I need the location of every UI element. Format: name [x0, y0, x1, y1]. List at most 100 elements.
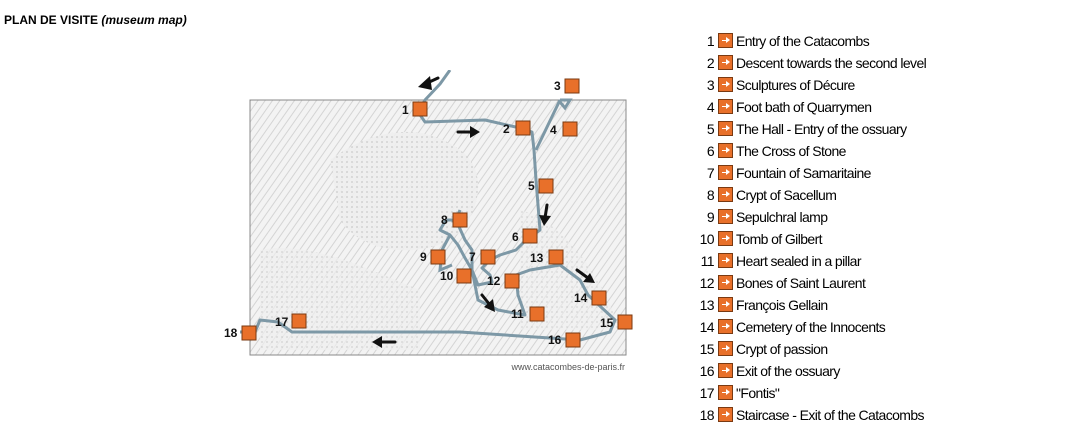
- svg-text:10: 10: [440, 269, 454, 283]
- legend-label: The Cross of Stone: [736, 143, 846, 159]
- legend-item[interactable]: 4 Foot bath of Quarrymen: [690, 96, 926, 118]
- legend-label: Cemetery of the Innocents: [736, 319, 886, 335]
- svg-text:9: 9: [420, 250, 427, 264]
- svg-text:7: 7: [469, 250, 476, 264]
- map-marker-11[interactable]: 11: [511, 306, 545, 322]
- legend-label: Entry of the Catacombs: [736, 33, 870, 49]
- legend-label: Crypt of passion: [736, 341, 828, 357]
- arrow-right-icon: [718, 275, 733, 290]
- legend-label: "Fontis": [736, 385, 780, 401]
- legend-number: 15: [699, 341, 715, 357]
- legend-item[interactable]: 12 Bones of Saint Laurent: [690, 272, 926, 294]
- legend-label: Heart sealed in a pillar: [736, 253, 862, 269]
- legend-label: Fountain of Samaritaine: [736, 165, 871, 181]
- legend-number: 7: [706, 165, 715, 181]
- arrow-right-icon: [718, 253, 733, 268]
- legend-number: 17: [699, 385, 715, 401]
- legend-item[interactable]: 13 François Gellain: [690, 294, 926, 316]
- svg-text:6: 6: [512, 230, 519, 244]
- map-marker-6[interactable]: 6: [512, 228, 538, 244]
- arrow-right-icon: [718, 165, 733, 180]
- legend-number: 8: [706, 187, 715, 203]
- legend-label: Tomb of Gilbert: [736, 231, 823, 247]
- arrow-right-icon: [718, 99, 733, 114]
- arrow-right-icon: [718, 385, 733, 400]
- arrow-right-icon: [718, 33, 733, 48]
- title-subtitle: (museum map): [101, 13, 187, 27]
- svg-text:8: 8: [441, 213, 448, 227]
- arrow-right-icon: [718, 363, 733, 378]
- svg-text:2: 2: [503, 122, 510, 136]
- arrow-right-icon: [718, 77, 733, 92]
- legend-item[interactable]: 10 Tomb of Gilbert: [690, 228, 926, 250]
- legend-label: Descent towards the second level: [736, 55, 927, 71]
- arrow-right-icon: [718, 297, 733, 312]
- map-marker-9[interactable]: 9: [420, 249, 446, 265]
- legend-item[interactable]: 16 Exit of the ossuary: [690, 360, 926, 382]
- map-marker-3[interactable]: 3: [554, 78, 580, 94]
- legend-item[interactable]: 6 The Cross of Stone: [690, 140, 926, 162]
- map-marker-2[interactable]: 2: [503, 120, 531, 136]
- map-texture: [330, 131, 479, 251]
- direction-arrows: [372, 76, 595, 348]
- map-marker-15[interactable]: 15: [600, 314, 633, 330]
- legend-number: 9: [706, 209, 715, 225]
- svg-text:4: 4: [550, 123, 557, 137]
- legend-item[interactable]: 15 Crypt of passion: [690, 338, 926, 360]
- svg-text:11: 11: [511, 307, 524, 321]
- map-marker-18[interactable]: 18: [224, 325, 257, 341]
- legend-number: 4: [706, 99, 715, 115]
- legend-item[interactable]: 11 Heart sealed in a pillar: [690, 250, 926, 272]
- legend-number: 5: [706, 121, 715, 137]
- svg-text:14: 14: [574, 291, 588, 305]
- legend-label: Sculptures of Décure: [736, 77, 855, 93]
- legend-label: Staircase - Exit of the Catacombs: [736, 407, 925, 423]
- svg-text:1: 1: [402, 103, 409, 117]
- arrow-right-icon: [718, 143, 733, 158]
- legend-item[interactable]: 1 Entry of the Catacombs: [690, 30, 926, 52]
- catacombs-map: 1 2 3 4 5 6 7 8 9 10 11 12 13 14 15 16 1…: [224, 70, 633, 372]
- map-marker-7[interactable]: 7: [469, 249, 496, 265]
- map-marker-13[interactable]: 13: [530, 249, 564, 265]
- svg-text:15: 15: [600, 316, 614, 330]
- legend-item[interactable]: 17 "Fontis": [690, 382, 926, 404]
- legend-item[interactable]: 7 Fountain of Samaritaine: [690, 162, 926, 184]
- arrow-right-icon: [718, 187, 733, 202]
- map-marker-17[interactable]: 17: [275, 313, 307, 329]
- map-markers: 1 2 3 4 5 6 7 8 9 10 11 12 13 14 15 16 1…: [224, 78, 633, 348]
- map-marker-10[interactable]: 10: [440, 268, 472, 284]
- page-title: PLAN DE VISITE (museum map): [4, 13, 187, 27]
- legend-number: 16: [699, 363, 715, 379]
- map-marker-16[interactable]: 16: [548, 332, 581, 348]
- title-text: PLAN DE VISITE: [4, 13, 99, 27]
- legend-number: 1: [706, 33, 715, 49]
- legend-number: 6: [706, 143, 715, 159]
- arrow-right-icon: [718, 319, 733, 334]
- legend-number: 10: [699, 231, 715, 247]
- legend-label: Exit of the ossuary: [736, 363, 840, 379]
- svg-text:17: 17: [275, 315, 289, 329]
- arrow-right-icon: [718, 231, 733, 246]
- legend-number: 12: [699, 275, 715, 291]
- legend-label: Foot bath of Quarrymen: [736, 99, 872, 115]
- legend-number: 13: [699, 297, 715, 313]
- map-marker-5[interactable]: 5: [528, 178, 554, 194]
- legend-label: François Gellain: [736, 297, 828, 313]
- map-marker-14[interactable]: 14: [574, 290, 607, 306]
- map-marker-8[interactable]: 8: [441, 212, 468, 228]
- map-marker-12[interactable]: 12: [487, 273, 520, 289]
- map-marker-4[interactable]: 4: [550, 121, 578, 137]
- arrow-right-icon: [718, 209, 733, 224]
- map-marker-1[interactable]: 1: [402, 101, 428, 117]
- legend-number: 11: [700, 253, 715, 269]
- map-credit: www.catacombes-de-paris.fr: [510, 362, 625, 372]
- legend-label: Bones of Saint Laurent: [736, 275, 866, 291]
